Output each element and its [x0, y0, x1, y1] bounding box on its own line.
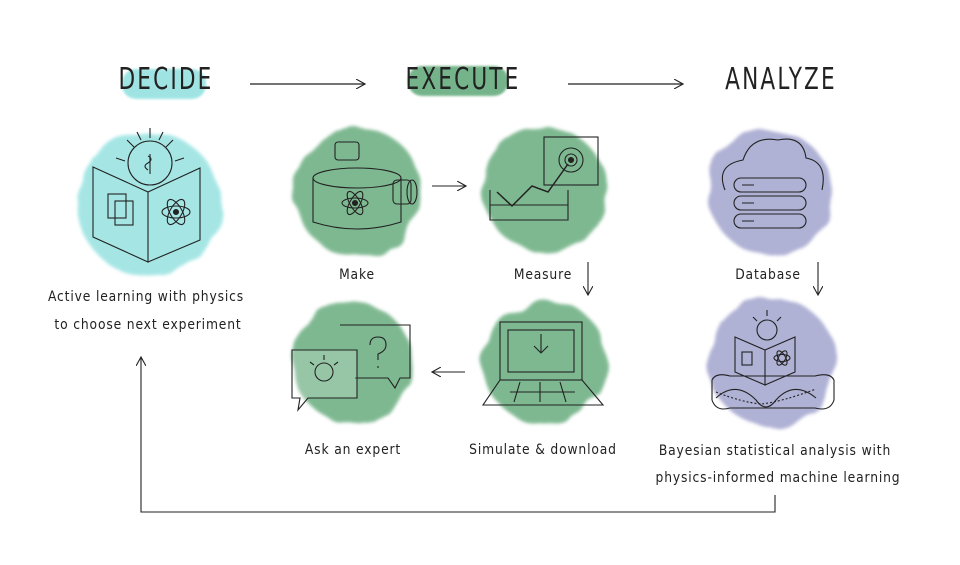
simulate-blob	[483, 300, 607, 424]
laptop-download-icon	[481, 321, 605, 406]
decide-highlight	[122, 69, 206, 99]
database-label: Database	[735, 267, 801, 283]
measurement-target-icon	[489, 136, 599, 221]
stage-title-analyze: ANALYZE	[725, 62, 837, 97]
bayesian-book-icon	[711, 310, 835, 410]
bayesian-label-line1: Bayesian statistical analysis with	[658, 443, 892, 459]
measure-label: Measure	[513, 267, 573, 283]
simulate-label: Simulate & download	[469, 442, 617, 458]
decide-blob	[78, 133, 222, 277]
execute-highlight	[408, 66, 508, 96]
cloud-database-icon	[721, 138, 824, 229]
feedback-loop-arrow	[141, 357, 776, 513]
bayesian-blob	[708, 298, 836, 426]
make-label: Make	[339, 267, 375, 283]
ask-expert-label: Ask an expert	[304, 442, 402, 458]
measure-blob	[483, 128, 607, 252]
stage-title-decide: DECIDE	[118, 62, 214, 97]
decide-label-line2: to choose next experiment	[54, 317, 242, 333]
bayesian-label-line2: physics-informed machine learning	[655, 470, 901, 486]
speech-bubbles-icon	[291, 324, 411, 412]
stage-title-execute: EXECUTE	[405, 62, 521, 97]
decide-label-line1: Active learning with physics	[47, 289, 245, 305]
ask-expert-blob	[292, 302, 412, 422]
machine-icon	[312, 141, 418, 230]
book-lightbulb-icon	[92, 128, 201, 263]
